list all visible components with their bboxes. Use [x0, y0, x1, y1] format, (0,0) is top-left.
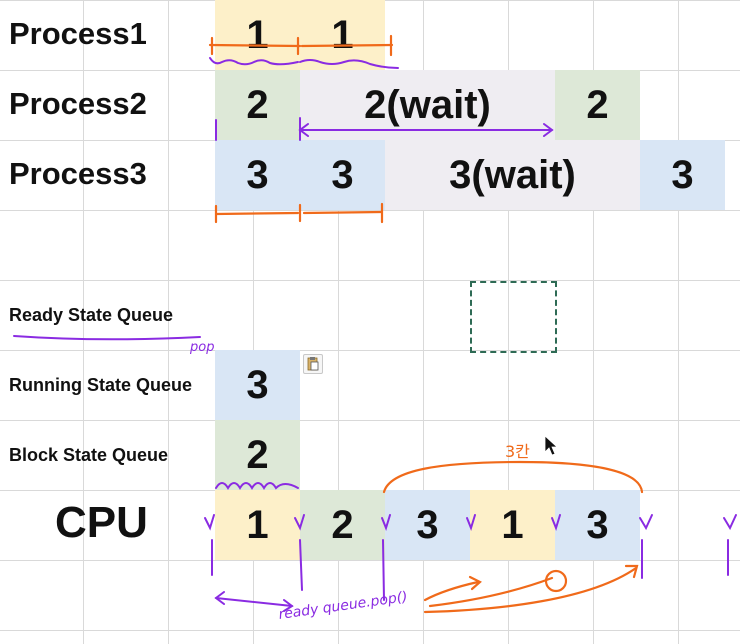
- paste-options-icon[interactable]: [303, 354, 323, 374]
- cpu-slot: 1: [470, 490, 555, 560]
- block-queue-item: 2: [215, 420, 300, 490]
- block-queue-label: Block State Queue: [9, 445, 169, 465]
- cpu-slot: 2: [300, 490, 385, 560]
- running-queue-label: Running State Queue: [9, 375, 193, 395]
- three-cells-note: 3칸: [505, 442, 530, 461]
- process3-label: Process3: [9, 156, 147, 191]
- process2-label: Process2: [9, 86, 147, 121]
- process3-wait: 3(wait): [385, 140, 640, 210]
- process2-slot: 2: [215, 70, 300, 140]
- process3-slot: 3: [215, 140, 300, 210]
- process2-wait: 2(wait): [300, 70, 555, 140]
- cpu-slot: 1: [215, 490, 300, 560]
- process3-slot: 3: [640, 140, 725, 210]
- process1-slot: 1: [300, 0, 385, 70]
- running-queue-item: 3: [215, 350, 300, 420]
- selection-box[interactable]: [470, 281, 557, 353]
- cpu-slot: 3: [385, 490, 470, 560]
- pop-note: pop: [190, 340, 215, 355]
- cpu-label: CPU: [55, 498, 148, 547]
- process2-slot: 2: [555, 70, 640, 140]
- cpu-slot: 3: [555, 490, 640, 560]
- process1-slot: 1: [215, 0, 300, 70]
- process1-label: Process1: [9, 16, 147, 51]
- process3-slot: 3: [300, 140, 385, 210]
- ready-queue-label: Ready State Queue: [9, 305, 174, 325]
